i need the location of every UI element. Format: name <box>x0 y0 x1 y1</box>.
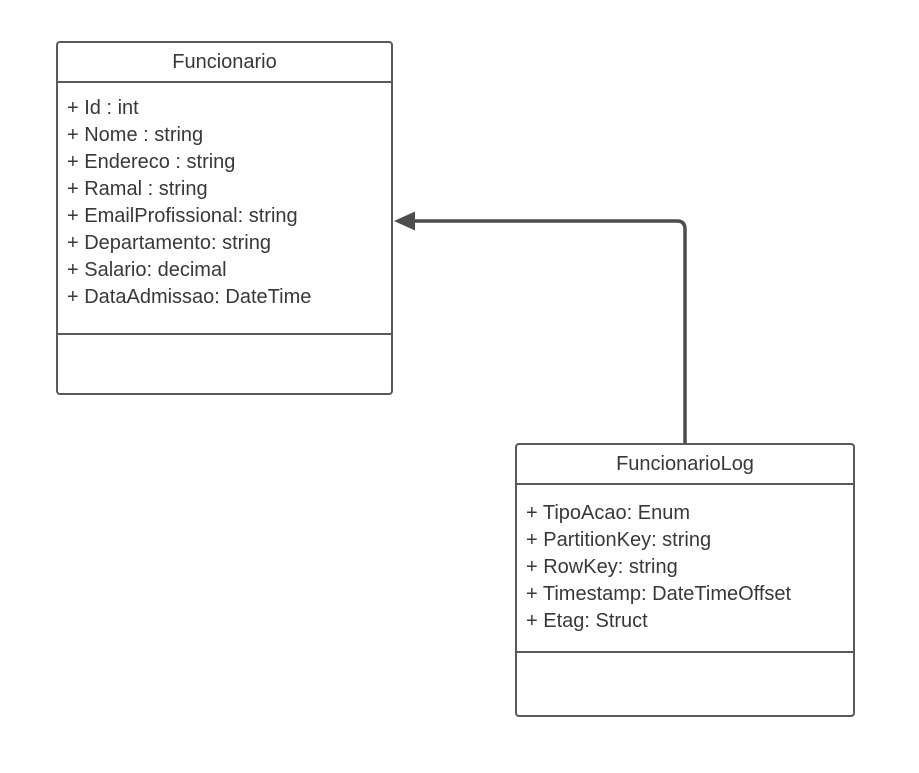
attribute: + Ramal : string <box>67 178 208 200</box>
attribute: + Departamento: string <box>67 232 271 254</box>
attribute: + Id : int <box>67 97 139 119</box>
methods-section <box>58 335 391 393</box>
methods-section <box>517 653 853 715</box>
class-title: FuncionarioLog <box>517 445 853 485</box>
attribute: + Nome : string <box>67 124 204 146</box>
attributes-section: + TipoAcao: Enum + PartitionKey: string … <box>517 485 853 653</box>
attribute: + Timestamp: DateTimeOffset <box>526 583 792 605</box>
attribute: + PartitionKey: string <box>526 529 712 551</box>
class-box-funcionario: Funcionario + Id : int + Nome : string +… <box>56 41 393 395</box>
connector-line <box>411 219 687 443</box>
attribute: + Endereco : string <box>67 151 236 173</box>
class-box-funcionariolog: FuncionarioLog + TipoAcao: Enum + Partit… <box>515 443 855 717</box>
attribute: + Etag: Struct <box>526 610 648 632</box>
arrowhead-icon <box>394 211 415 231</box>
attribute: + DataAdmissao: DateTime <box>67 286 312 308</box>
attribute: + Salario: decimal <box>67 259 227 281</box>
attribute: + TipoAcao: Enum <box>526 502 690 524</box>
attribute: + EmailProfissional: string <box>67 205 298 227</box>
attribute: + RowKey: string <box>526 556 678 578</box>
class-title: Funcionario <box>58 43 391 83</box>
attributes-section: + Id : int + Nome : string + Endereco : … <box>58 83 391 335</box>
